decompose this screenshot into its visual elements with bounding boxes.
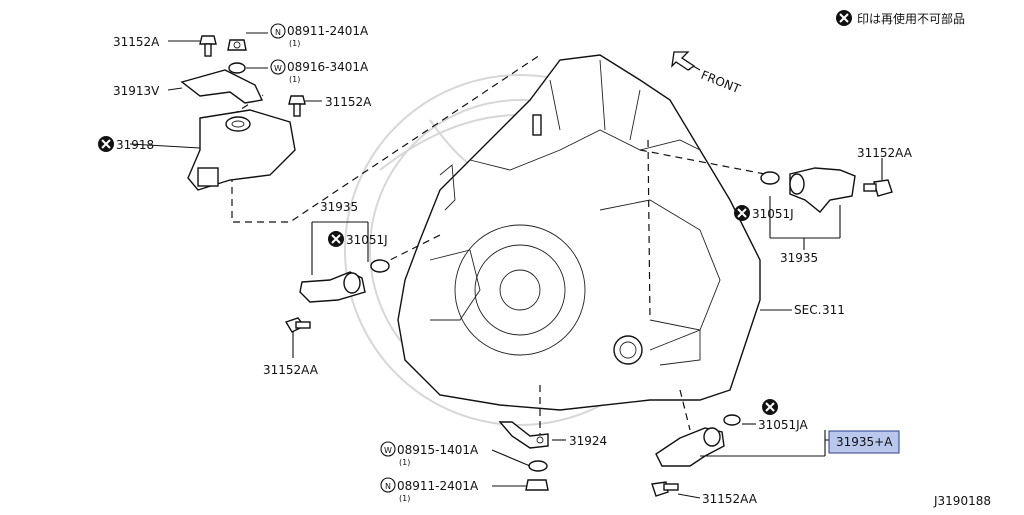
label-31152AA-bottom[interactable]: 31152AA [702,492,758,506]
label-31152A-mid[interactable]: 31152A [325,95,372,109]
front-indicator: FRONT [671,51,743,97]
w-circle-icon: W [270,59,286,75]
x-circle-icon [98,136,114,152]
label-31913V[interactable]: 31913V [113,84,160,98]
label-31924[interactable]: 31924 [569,434,607,448]
label-08911-top[interactable]: 08911-2401A [287,24,369,38]
label-31051J-left[interactable]: 31051J [346,233,388,247]
label-08915[interactable]: 08915-1401A [397,443,479,457]
label-31935-right[interactable]: 31935 [780,251,818,265]
label-08911-bot[interactable]: 08911-2401A [397,479,479,493]
arrow-upleft-icon [671,51,701,71]
front-label: FRONT [699,68,743,97]
section-ref-number: 311 [822,303,845,317]
diagram-id: J3190188 [933,494,991,508]
label-31935-left[interactable]: 31935 [320,200,358,214]
qty-08916: (1) [289,75,300,84]
label-31152A-top[interactable]: 31152A [113,35,160,49]
section-ref-prefix: SEC. [794,303,821,317]
right-sensor-group [760,158,893,311]
label-31051JA[interactable]: 31051JA [758,418,809,432]
label-31051J-right[interactable]: 31051J [752,207,794,221]
bracket-31924-group [491,421,566,491]
n-circle-icon: N [380,477,396,493]
legend-text: 印は再使用不可部品 [857,11,965,26]
prefix-w-top: W [274,64,282,73]
highlight-box [828,430,900,454]
qty-08911-bot: (1) [399,494,410,503]
part-labels: 31152A 08911-2401A (1) 08916-3401A (1) 3… [113,24,991,508]
label-31152AA-left[interactable]: 31152AA [263,363,319,377]
prefix-w-bot: W [384,446,392,455]
bottom-sensor-group [651,414,834,499]
pnp-switch-group [129,32,322,191]
n-circle-icon: N [270,23,286,39]
qty-08915: (1) [399,458,410,467]
w-circle-icon: W [380,441,396,457]
x-circle-icon [762,399,778,415]
label-31935A[interactable]: 31935+A [836,435,893,449]
x-circle-icon [328,231,344,247]
transmission-case [397,54,761,411]
label-08916[interactable]: 08916-3401A [287,60,369,74]
left-sensor-group [284,221,390,358]
x-circle-icon [734,205,750,221]
prefix-n-top: N [275,28,281,37]
qty-08911-top: (1) [289,39,300,48]
label-31918[interactable]: 31918 [116,138,154,152]
label-31152AA-right[interactable]: 31152AA [857,146,913,160]
legend: 印は再使用不可部品 [836,10,965,26]
section-ref[interactable]: SEC. 311 [794,303,845,317]
prefix-n-bot: N [385,482,391,491]
x-circle-icon [836,10,852,26]
